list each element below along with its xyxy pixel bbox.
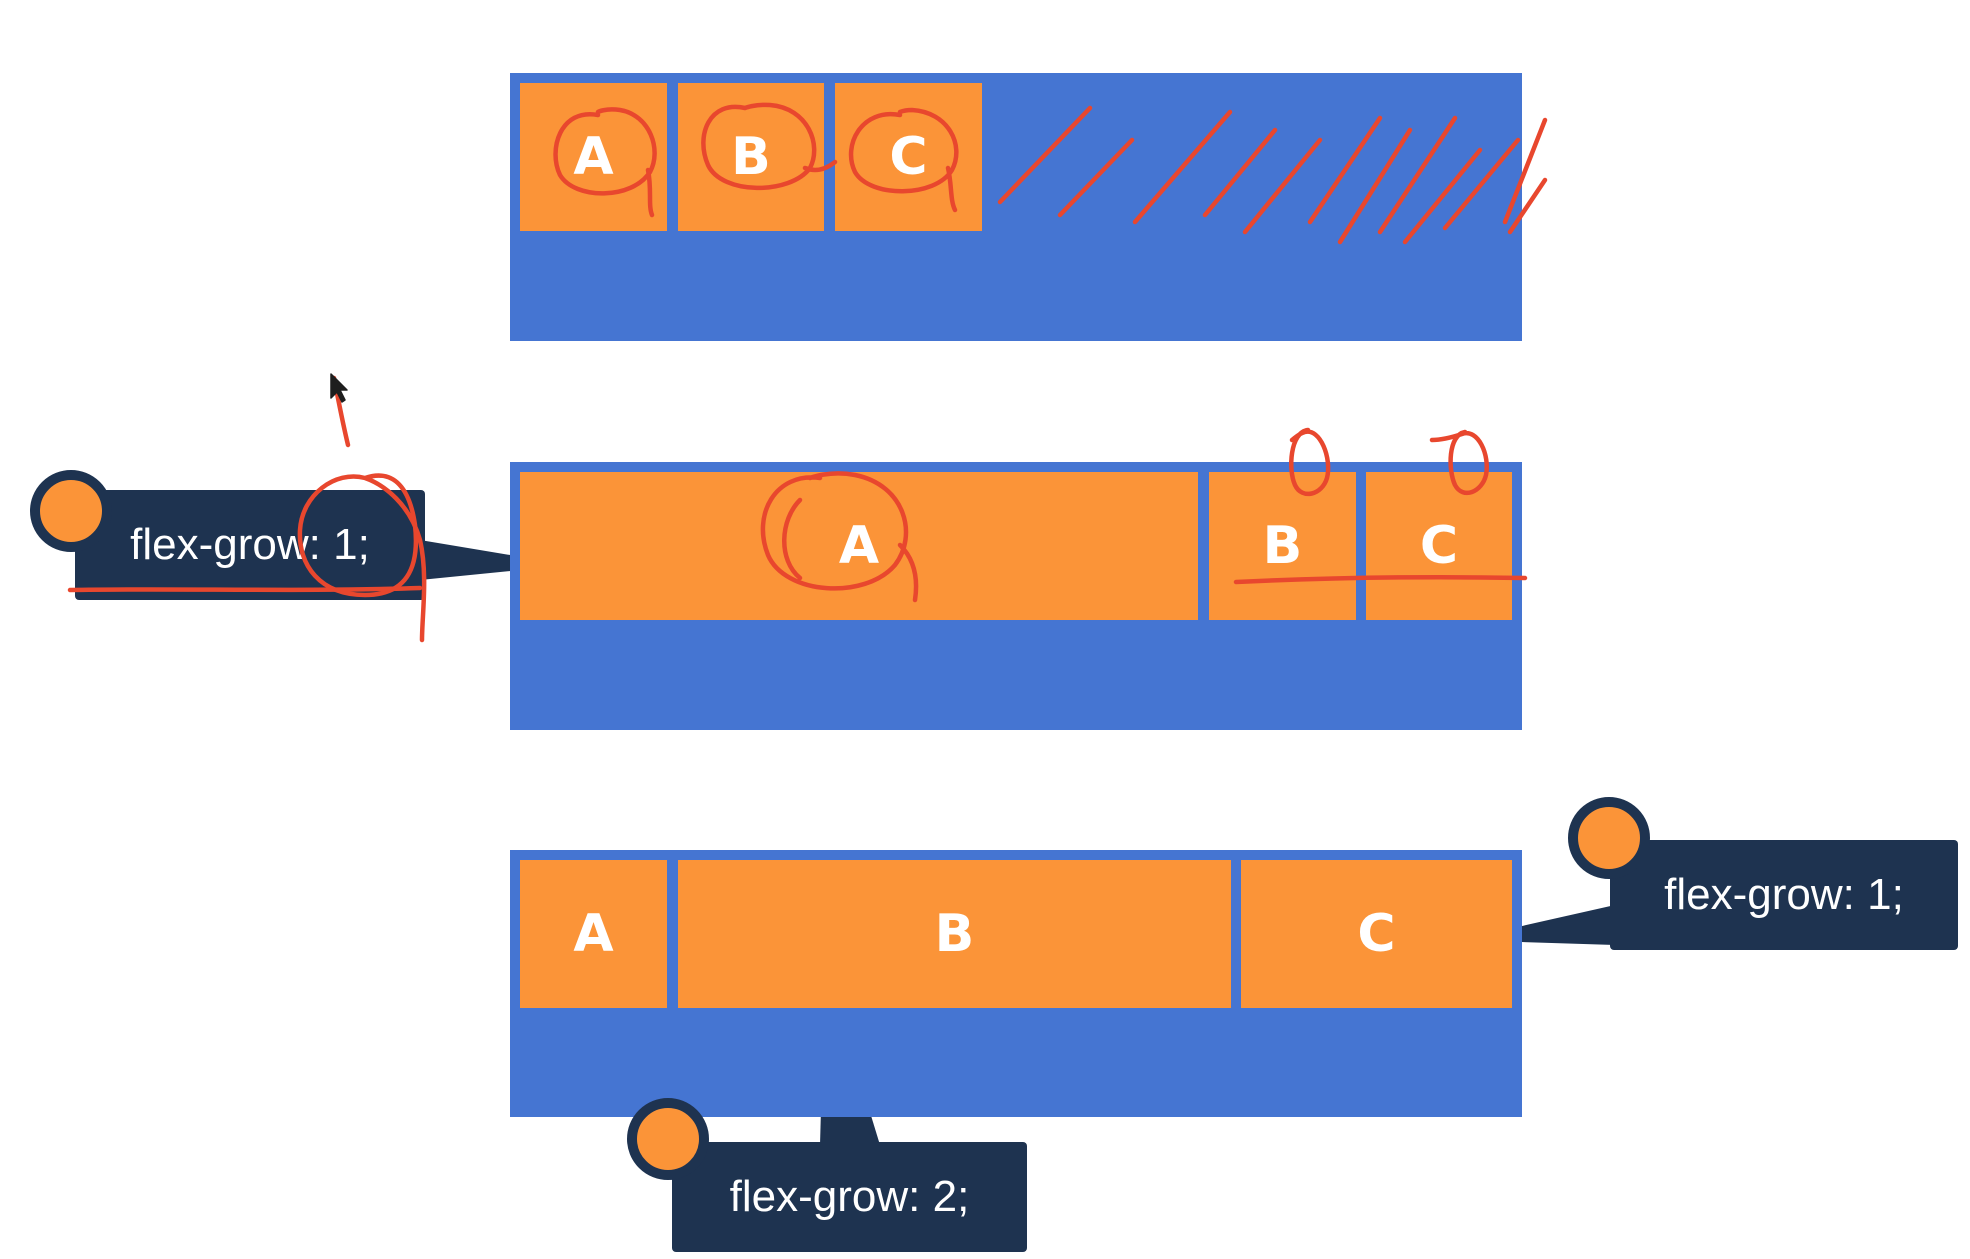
item-c-label: C: [1357, 904, 1396, 964]
item-a-label: A: [573, 904, 614, 964]
callout-row2-a: flex-grow: 1;: [75, 490, 425, 600]
callout-dot-row2: [30, 470, 112, 552]
callout-dot-row3-b: [627, 1098, 709, 1180]
item-c-row1: C: [835, 83, 982, 231]
item-a-label: A: [573, 127, 614, 187]
callout-dot-row3-c: [1568, 797, 1650, 879]
flex-container-row2: A B C: [510, 462, 1522, 730]
callout-text: flex-grow: 2;: [729, 1172, 970, 1221]
annotation-cursor: [330, 373, 348, 403]
item-a-label: A: [838, 516, 880, 576]
flex-container-row3: A B C: [510, 850, 1522, 1117]
callout-row3-b: flex-grow: 2;: [672, 1142, 1027, 1252]
item-c-row3: C: [1241, 860, 1512, 1008]
item-b-label: B: [1262, 516, 1303, 576]
annotation-tick-top: [331, 375, 351, 448]
item-a-row2: A: [520, 472, 1198, 620]
item-c-label: C: [1419, 516, 1459, 576]
callout-text: flex-grow: 1;: [130, 520, 370, 569]
flex-container-row1: A B C: [510, 73, 1522, 341]
item-c-label: C: [889, 127, 928, 187]
item-b-row1: B: [678, 83, 824, 231]
item-b-row2: B: [1209, 472, 1356, 620]
item-a-row1: A: [520, 83, 667, 231]
item-a-row3: A: [520, 860, 667, 1008]
item-b-label: B: [731, 127, 771, 187]
callout-row3-c: flex-grow: 1;: [1610, 840, 1958, 950]
callout-text: flex-grow: 1;: [1664, 870, 1904, 919]
item-b-label: B: [934, 904, 975, 964]
item-c-row2: C: [1366, 472, 1512, 620]
item-b-row3: B: [678, 860, 1231, 1008]
